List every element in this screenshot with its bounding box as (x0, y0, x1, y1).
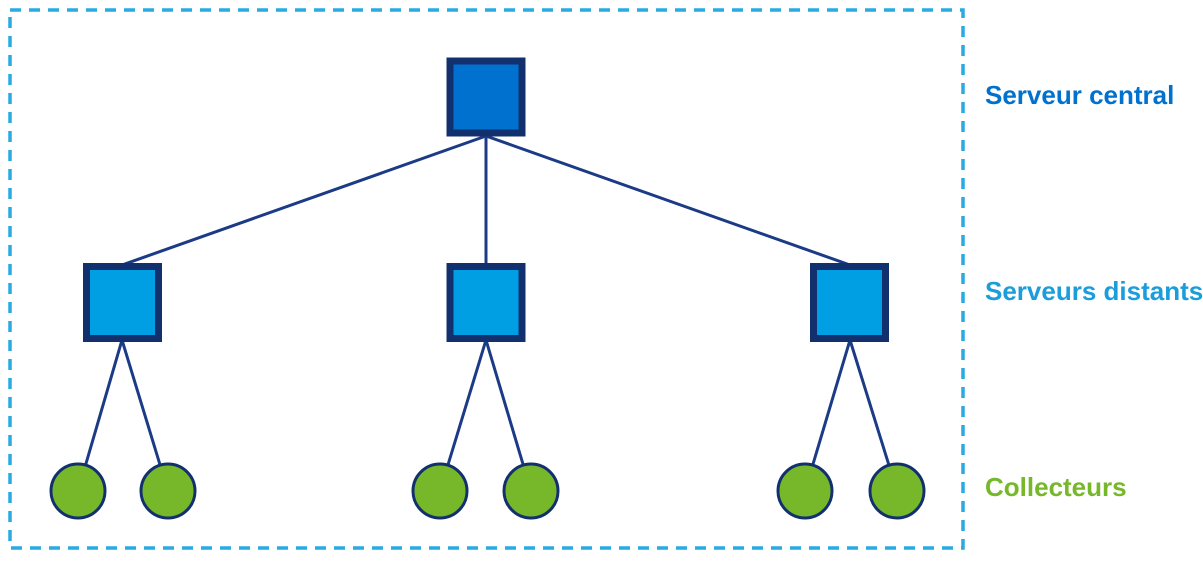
distant-server-node-2 (446, 263, 526, 342)
distant-server-nodes (83, 263, 889, 342)
collector-node-3 (411, 462, 469, 520)
dashed-frame-border (8, 8, 965, 550)
collector-node-6 (868, 462, 926, 520)
distant-server-node-1 (83, 263, 162, 342)
label-serveurs-distants: Serveurs distants (985, 276, 1203, 306)
collector-node-1 (49, 462, 107, 520)
collector-node-4 (502, 462, 560, 520)
collector-nodes (49, 462, 926, 520)
label-serveur-central: Serveur central (985, 80, 1175, 110)
connector-central-to-distant-3 (485, 134, 851, 267)
collector-node-5 (776, 462, 834, 520)
distant-server-node-3 (810, 263, 889, 342)
connector-lines-distant-to-collectors (76, 339, 899, 492)
collector-node-2 (139, 462, 197, 520)
connector-lines-central-to-distant (121, 134, 851, 267)
connector-central-to-distant-1 (121, 134, 487, 267)
label-collecteurs: Collecteurs (985, 472, 1127, 502)
central-server-node (446, 57, 526, 137)
